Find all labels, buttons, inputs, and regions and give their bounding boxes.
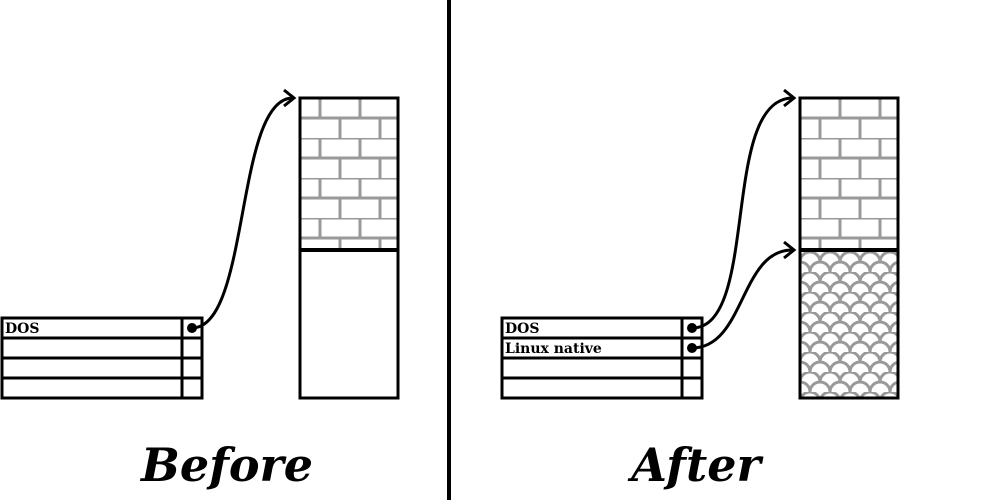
after-disk (798, 96, 900, 400)
after-partition-linux-fill (800, 250, 898, 398)
before-partition-dos-fill (300, 98, 398, 250)
after-row-1-label: DOS (505, 321, 539, 337)
after-partition-table: DOS Linux native (500, 316, 704, 400)
after-panel: DOS Linux native After (500, 88, 900, 492)
after-pointer-arrow-dos (691, 88, 797, 330)
after-pointer-arrow-linux (691, 240, 797, 350)
before-caption: Before (139, 438, 313, 492)
after-partition-dos-fill (800, 98, 898, 250)
before-row-1-label: DOS (5, 321, 39, 337)
after-row-2-label: Linux native (505, 341, 602, 357)
after-caption: After (627, 438, 764, 492)
before-disk (298, 96, 400, 400)
before-pointer-arrow (191, 88, 297, 330)
before-panel: DOS Before (0, 88, 400, 492)
before-partition-table: DOS (0, 316, 204, 400)
